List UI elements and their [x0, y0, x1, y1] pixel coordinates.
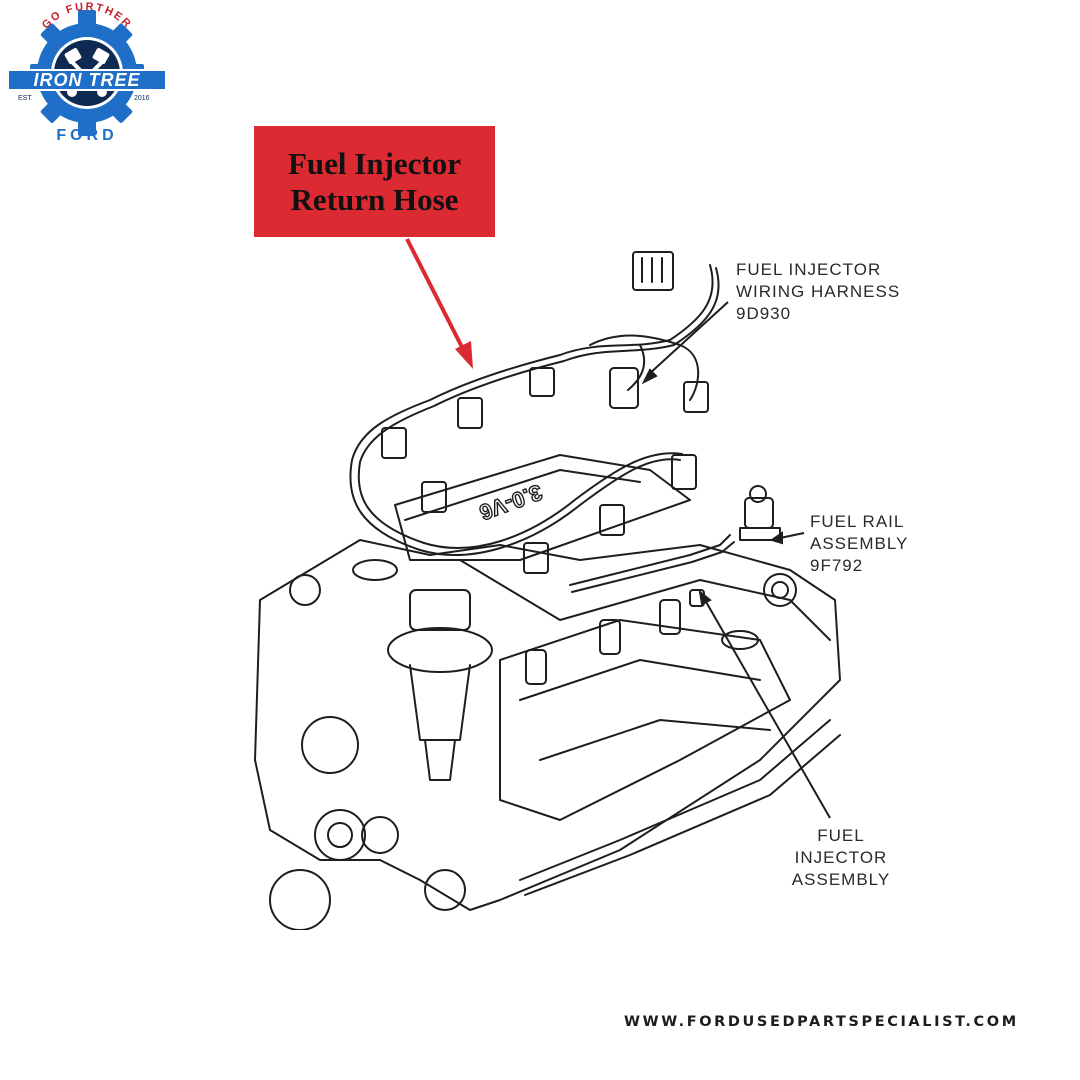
- harness-connector: [632, 251, 674, 291]
- label-harness-part-number: 9D930: [736, 304, 792, 323]
- label-injector-line-3: ASSEMBLY: [791, 870, 891, 889]
- injector-bodies: [525, 589, 705, 685]
- engine-diagram: 3.0-V6: [254, 251, 841, 930]
- label-fuel-rail-line-1: FUEL RAIL: [810, 512, 905, 531]
- label-harness-line-1: FUEL INJECTOR: [736, 260, 882, 279]
- injector-plugs: [381, 367, 709, 574]
- callout-line-2: Return Hose: [290, 181, 459, 217]
- logo-year: 2016: [134, 95, 150, 102]
- intake-plenum: [394, 454, 691, 561]
- fuel-rail: [569, 485, 781, 593]
- label-fuel-rail-assembly: FUEL RAIL ASSEMBLY 9F792: [810, 511, 908, 577]
- callout-box: Fuel Injector Return Hose: [254, 126, 495, 237]
- website-url[interactable]: WWW.FORDUSEDPARTSPECIALIST.COM: [624, 1014, 1019, 1030]
- callout-line-1: Fuel Injector: [287, 145, 462, 181]
- logo-make: FORD: [56, 127, 117, 144]
- logo-name: IRON TREE: [33, 70, 140, 90]
- logo-est: EST.: [18, 95, 33, 102]
- engine-block: [254, 539, 841, 930]
- callout-arrow: [405, 238, 473, 369]
- leader-lines: [641, 301, 831, 819]
- label-fuel-rail-line-2: ASSEMBLY: [810, 534, 909, 553]
- wiring-harness: [349, 264, 720, 556]
- label-harness-line-2: WIRING HARNESS: [736, 282, 901, 301]
- label-injector-line-2: INJECTOR: [794, 848, 888, 867]
- label-fuel-injector-assembly: FUEL INJECTOR ASSEMBLY: [786, 825, 896, 891]
- distributor: [387, 589, 493, 781]
- iron-tree-ford-logo: GO FURTHER IRON TREE EST. 2016 FORD: [6, 1, 168, 144]
- label-injector-line-1: FUEL: [817, 826, 865, 845]
- label-fuel-injector-wiring-harness: FUEL INJECTOR WIRING HARNESS 9D930: [736, 259, 900, 325]
- label-fuel-rail-part-number: 9F792: [810, 556, 864, 575]
